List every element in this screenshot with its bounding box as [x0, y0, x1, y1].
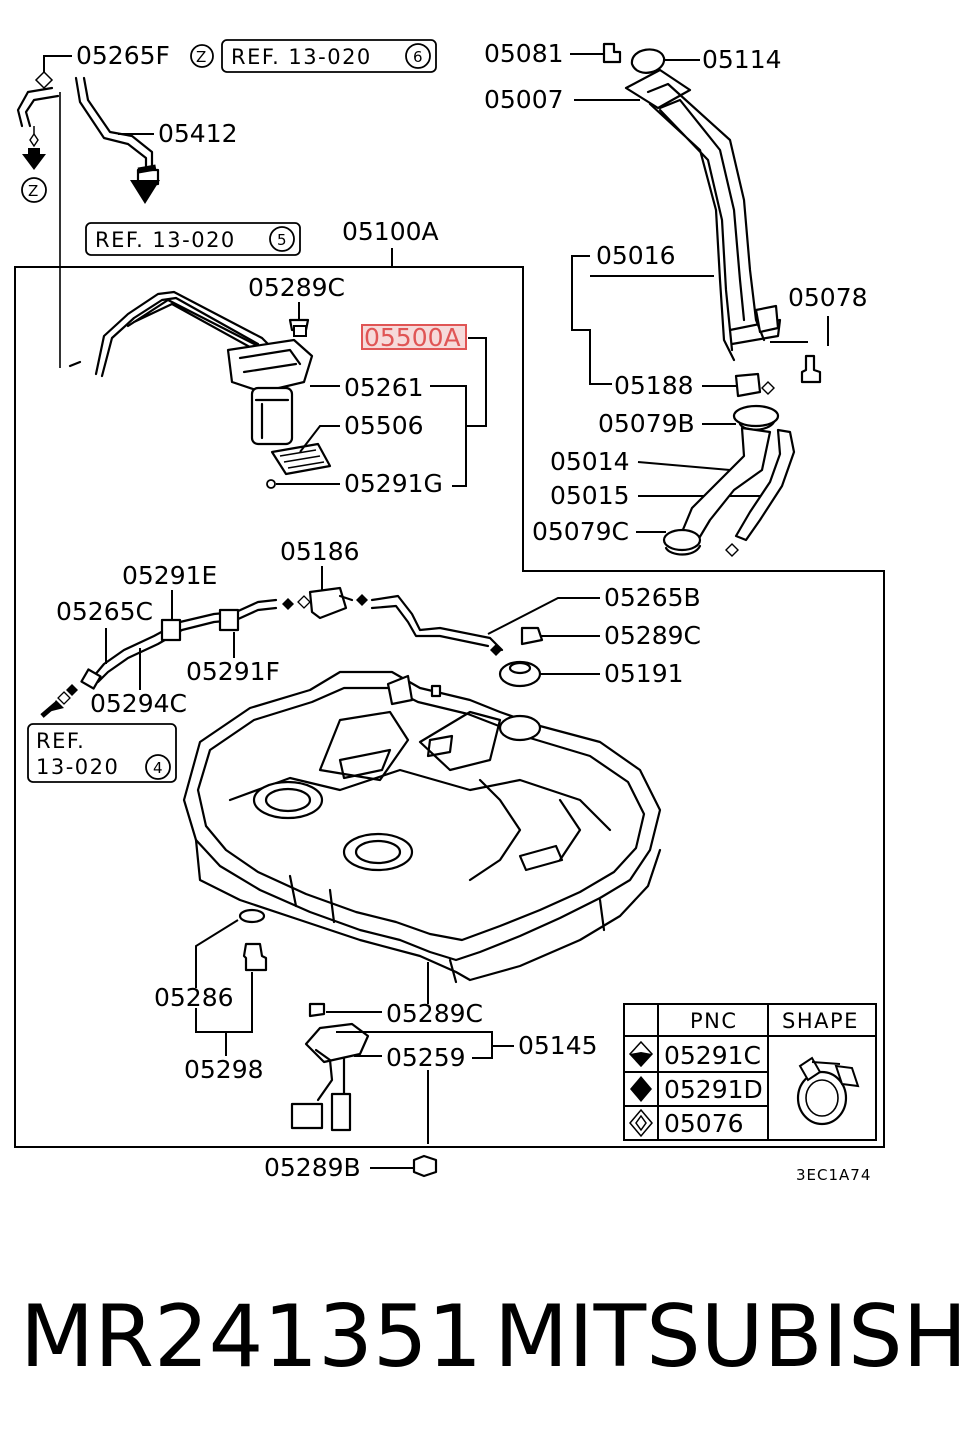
fuel-gauge-unit-05259: [304, 1022, 370, 1064]
washer-05286: [238, 908, 266, 924]
clamp-05079B: [732, 404, 780, 428]
label-05265B[interactable]: 05265B: [604, 583, 701, 612]
label-05014[interactable]: 05014: [550, 447, 630, 476]
valve-05186: [308, 586, 348, 620]
ref-box-left[interactable]: [27, 723, 177, 783]
fuel-cap-05114: [630, 48, 666, 74]
label-05265C[interactable]: 05265C: [56, 597, 153, 626]
legend-header-shape: SHAPE: [782, 1009, 859, 1033]
pipe-05412: [74, 76, 148, 174]
clip-05291F: [218, 608, 240, 632]
label-05289C-bot[interactable]: 05289C: [386, 999, 483, 1028]
label-05016[interactable]: 05016: [596, 241, 676, 270]
label-05259[interactable]: 05259: [386, 1043, 466, 1072]
label-05291G[interactable]: 05291G: [344, 469, 443, 498]
gasket-05291G: [266, 479, 276, 489]
label-05007[interactable]: 05007: [484, 85, 564, 114]
clamp-marker-small: [29, 132, 39, 148]
label-05298[interactable]: 05298: [184, 1055, 264, 1084]
bolt-05078: [800, 354, 822, 384]
clamp-05079C: [662, 528, 702, 552]
legend-header-pnc: PNC: [690, 1009, 738, 1033]
clamp-marker-05291D-1: [282, 598, 294, 610]
breather-hose-05015: [734, 428, 796, 542]
label-05286[interactable]: 05286: [154, 983, 234, 1012]
arrow-down-icon-2: [130, 180, 160, 204]
hose-05265B: [370, 594, 504, 652]
clamp-marker-05076-top: [34, 70, 54, 90]
nut-05289C-mid: [520, 626, 544, 646]
label-05114[interactable]: 05114: [702, 45, 782, 74]
clip-05291E: [160, 618, 182, 642]
footer-part-number: MR241351: [20, 1287, 482, 1387]
z-marker-circle: [190, 44, 214, 68]
clamp-marker-05291D-2: [356, 594, 368, 606]
grommet-05188: [734, 372, 762, 398]
legend-row-05291D[interactable]: 05291D: [664, 1075, 763, 1104]
ref-left-num: 4: [153, 759, 164, 777]
label-05291E[interactable]: 05291E: [122, 561, 217, 590]
pump-lines: [68, 290, 276, 376]
tank-assembly-frame: [14, 266, 885, 1148]
bolt-05081: [602, 42, 622, 64]
clamp-shape-icon: [796, 1056, 860, 1126]
leader-05265F: [43, 55, 72, 76]
plug-05298: [242, 942, 268, 972]
diamond-filled-icon: [630, 1076, 652, 1102]
z-marker-bottom-circle: [21, 177, 47, 203]
label-05191[interactable]: 05191: [604, 659, 684, 688]
fuel-pump-flange: [226, 338, 314, 394]
legend-row-05291C[interactable]: 05291C: [664, 1041, 761, 1070]
ref-top-num-circle: [405, 43, 431, 69]
highlight-box-05500A: [361, 324, 467, 350]
z-marker-top: Z: [196, 48, 207, 66]
diagram-code: 3EC1A74: [796, 1166, 871, 1184]
label-05294C[interactable]: 05294C: [90, 689, 187, 718]
clamp-legend-table: PNC SHAPE 05291C 05291D 05076: [623, 1003, 877, 1141]
hose-05265F: [16, 86, 60, 128]
fuel-pump-body: [250, 386, 294, 446]
label-05261[interactable]: 05261: [344, 373, 424, 402]
legend-row-05076[interactable]: 05076: [664, 1109, 744, 1138]
arrow-down-icon: [22, 148, 46, 170]
ref-mid-num: 5: [277, 231, 288, 249]
ref-left-line1: REF.: [36, 729, 85, 753]
ref-box-mid[interactable]: [85, 222, 301, 256]
ref-box-top[interactable]: [221, 39, 437, 73]
grommet-05289B: [412, 1154, 438, 1178]
ref-left-line2: 13-020: [36, 755, 119, 779]
label-05100A[interactable]: 05100A: [342, 217, 439, 246]
filler-neck-05016: [646, 82, 766, 342]
ref-top-text: REF. 13-020: [231, 45, 372, 69]
label-05079C[interactable]: 05079C: [532, 517, 629, 546]
label-05289B[interactable]: 05289B: [264, 1153, 361, 1182]
label-05079B[interactable]: 05079B: [598, 409, 695, 438]
label-05289C-top[interactable]: 05289C: [248, 273, 345, 302]
label-05291F[interactable]: 05291F: [186, 657, 280, 686]
label-05289C-mid[interactable]: 05289C: [604, 621, 701, 650]
z-marker-bottom: Z: [28, 182, 39, 200]
label-05188[interactable]: 05188: [614, 371, 694, 400]
label-05265F[interactable]: 05265F: [76, 41, 170, 70]
label-05145[interactable]: 05145: [518, 1031, 598, 1060]
nut-05289C-bot: [308, 1002, 326, 1018]
footer-brand: MITSUBISHI: [494, 1287, 960, 1387]
label-05500A[interactable]: 05500A: [364, 323, 461, 352]
ref-top-num: 6: [413, 48, 424, 66]
diamond-double-icon: [629, 1108, 653, 1138]
label-05078[interactable]: 05078: [788, 283, 868, 312]
label-05015[interactable]: 05015: [550, 481, 630, 510]
label-05506[interactable]: 05506: [344, 411, 424, 440]
ref-mid-text: REF. 13-020: [95, 228, 236, 252]
label-05186[interactable]: 05186: [280, 537, 360, 566]
label-05081[interactable]: 05081: [484, 39, 564, 68]
label-05412[interactable]: 05412: [158, 119, 238, 148]
fuel-tank-body: [182, 670, 662, 984]
